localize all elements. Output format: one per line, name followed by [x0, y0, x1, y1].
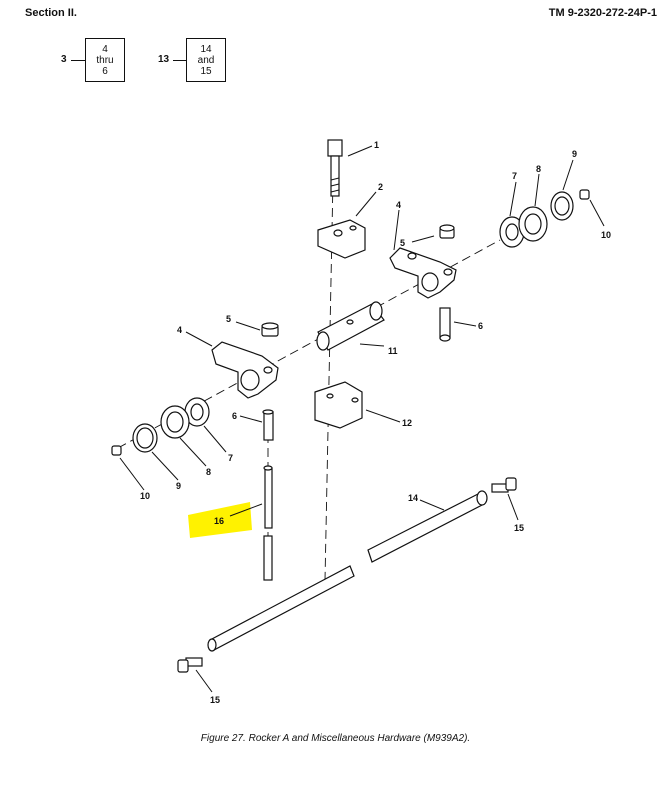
callout-2: 2: [378, 182, 383, 192]
callout-9-left: 9: [176, 481, 181, 491]
callout-5-left: 5: [226, 314, 231, 324]
tm-number: TM 9-2320-272-24P-1: [548, 7, 657, 19]
figure-ref-line: 4: [102, 43, 108, 55]
adjust-screw-part-6-left: [262, 409, 274, 441]
plug-part-10-left: [111, 445, 122, 456]
figure-ref-number: 3: [61, 54, 67, 65]
figure-ref-line: 6: [102, 65, 108, 77]
washer-part-7-right: [499, 216, 525, 248]
figure-ref-box: 4 thru 6: [85, 38, 125, 82]
bolt-axis-line: [324, 179, 334, 581]
retaining-ring-part-9-left: [132, 423, 158, 453]
figure-caption: Figure 27. Rocker A and Miscellaneous Ha…: [200, 733, 471, 744]
rocker-arm-part-4-right: [389, 247, 457, 299]
callout-9-right: 9: [572, 149, 577, 159]
callout-5-right: 5: [400, 238, 405, 248]
washer-part-7-left: [184, 397, 210, 427]
washer-part-8-right: [518, 206, 548, 242]
callout-4-right: 4: [396, 200, 401, 210]
callout-16: 16: [214, 516, 224, 526]
callout-6-left: 6: [232, 411, 237, 421]
bolt-part-15-left: [177, 657, 203, 673]
support-part-12: [314, 381, 363, 429]
figure-ref-line: and: [197, 54, 215, 66]
adjust-screw-part-6-right: [439, 307, 451, 342]
figure-ref-leader: [173, 60, 186, 62]
callout-7-left: 7: [228, 453, 233, 463]
figure-ref-line: 14: [200, 43, 212, 55]
rocker-shaft-part-11: [316, 301, 385, 351]
support-part-2: [317, 219, 366, 259]
nut-part-5-right: [439, 224, 455, 239]
callout-15-right: 15: [514, 523, 524, 533]
callout-6-right: 6: [478, 321, 483, 331]
callout-8-left: 8: [206, 467, 211, 477]
figure-ref-box: 14 and 15: [186, 38, 226, 82]
push-rod-part-16: [263, 465, 273, 581]
callout-11: 11: [388, 346, 398, 356]
tube-part-14: [207, 490, 488, 652]
callout-12: 12: [402, 418, 412, 428]
callout-7-right: 7: [512, 171, 517, 181]
figure-ref-line: thru: [96, 54, 114, 66]
rocker-arm-part-4-left: [211, 341, 279, 399]
callout-4-left: 4: [177, 325, 182, 335]
section-title: Section II.: [25, 7, 77, 19]
plug-part-10-right: [579, 189, 590, 200]
nut-part-5-left: [261, 322, 279, 337]
figure-ref-leader: [71, 60, 85, 62]
callout-highlight: [188, 502, 252, 538]
washer-part-8-left: [160, 405, 190, 439]
figure-ref-line: 15: [200, 65, 212, 77]
bolt-part-15-right: [491, 477, 517, 493]
callout-8-right: 8: [536, 164, 541, 174]
callout-10-left: 10: [140, 491, 150, 501]
callout-1: 1: [374, 140, 379, 150]
callout-10-right: 10: [601, 230, 611, 240]
callout-15-left: 15: [210, 695, 220, 705]
callout-leaders: [119, 145, 605, 693]
figure-ref-number: 13: [158, 54, 170, 65]
bolt-part-1: [327, 139, 343, 197]
retaining-ring-part-9-right: [550, 191, 574, 221]
callout-14: 14: [408, 493, 418, 503]
